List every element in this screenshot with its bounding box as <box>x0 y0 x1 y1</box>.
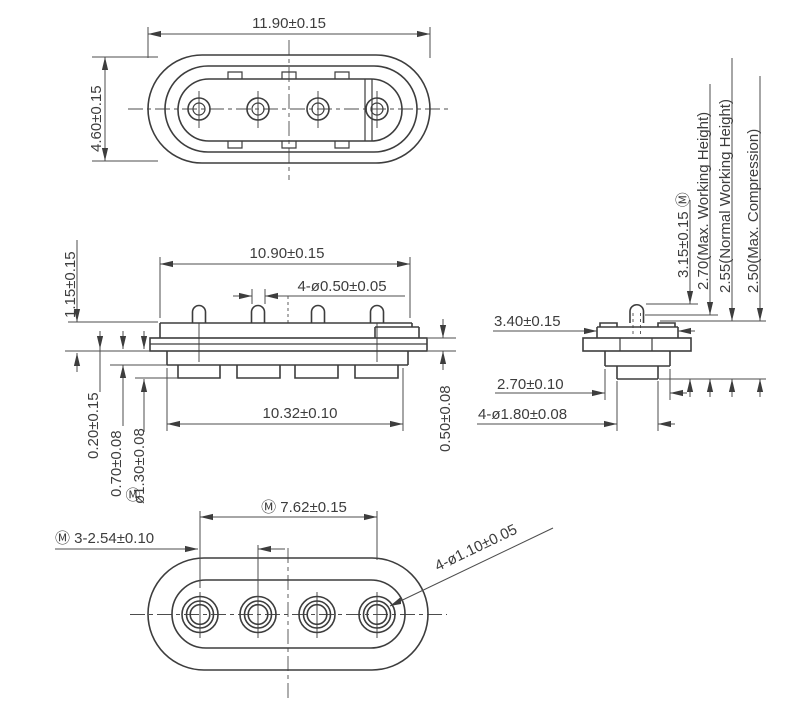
top-view-key-tabs <box>227 71 373 149</box>
top-height-label: 4.60±0.15 <box>88 85 105 152</box>
front-view-flange <box>149 337 428 352</box>
front-view-housing <box>159 322 420 338</box>
side-view-pin <box>629 303 645 336</box>
top-view-outer-outline <box>147 54 431 164</box>
bottom-view-pin-holes <box>181 592 396 638</box>
tail-diameter-dimension: 4-ø1.80±0.08 <box>477 381 675 431</box>
pin-4 <box>365 91 389 128</box>
pin-2 <box>246 91 270 128</box>
pitch-dimension: Ⓜ 3-2.54±0.10 Ⓜ <box>55 487 285 600</box>
front-bottom-width-label: 10.32±0.10 <box>263 405 338 422</box>
pin-tip-diameter-label: 4-ø0.50±0.05 <box>297 278 386 295</box>
side-view-flange <box>582 337 692 352</box>
solder-pad-4 <box>354 365 399 379</box>
left-stacked-dimensions: 0.20±0.15 0.70±0.08 ø1.30±0.08 <box>65 331 178 504</box>
top-width-label: 11.90±0.15 <box>252 15 326 32</box>
plate-thickness-label: 0.50±0.08 <box>437 385 454 452</box>
pin-1 <box>187 91 211 128</box>
side-view-top-plate <box>596 322 679 338</box>
side-view: 3.15±0.15 Ⓜ 2.70(Max. Working Height) 2.… <box>477 58 766 431</box>
pin-3 <box>306 91 330 128</box>
hole-4 <box>358 592 396 638</box>
top-height-dimension: 4.60±0.15 <box>88 56 158 162</box>
pin-height-label: 1.15±0.15 <box>62 251 79 318</box>
side-top-width-dimension: 3.40±0.15 <box>493 313 695 335</box>
max-compression-label: 2.50(Max. Compression) <box>745 129 762 293</box>
pin-span-label: Ⓜ 7.62±0.15 <box>261 499 347 516</box>
height-dimensions: 3.15±0.15 Ⓜ 2.70(Max. Working Height) 2.… <box>675 58 764 397</box>
bottom-view-outer-outline <box>147 557 429 671</box>
solder-pad-1 <box>177 365 221 379</box>
solder-pad-2 <box>236 365 281 379</box>
side-view-body <box>604 351 671 380</box>
pitch-label: Ⓜ 3-2.54±0.10 <box>55 530 154 547</box>
max-working-height-label: 2.70(Max. Working Height) <box>695 112 712 290</box>
front-view-lower-body <box>166 351 409 379</box>
top-view-pins <box>187 91 389 128</box>
top-view: 11.90±0.15 4.60±0.15 <box>88 15 450 180</box>
hole-2 <box>239 592 277 638</box>
front-width-dimension: 10.90±0.15 <box>159 245 411 318</box>
top-view-cavity-outline <box>177 78 403 142</box>
pin-dia-dim-label: ø1.30±0.08 <box>131 428 148 504</box>
pin-span-dimension: Ⓜ 7.62±0.15 <box>199 499 378 588</box>
front-bottom-width-dimension: 10.32±0.10 <box>166 368 404 431</box>
top-width-dimension: 11.90±0.15 <box>147 15 431 58</box>
step-dim-label: 0.20±0.15 <box>85 392 102 459</box>
front-view-pins <box>191 296 385 362</box>
side-body-width-dimension: 2.70±0.10 <box>495 369 687 400</box>
top-view-middle-outline <box>164 65 418 153</box>
hole-3 <box>298 592 336 638</box>
tail-diameter-label: 4-ø1.80±0.08 <box>478 406 567 423</box>
plate-thickness-dimension: 0.50±0.08 <box>428 319 456 452</box>
side-body-width-label: 2.70±0.10 <box>497 376 564 393</box>
mmc-symbol: Ⓜ <box>125 487 140 504</box>
front-view: 10.90±0.15 4-ø0.50±0.05 1.15±0.15 <box>62 240 456 504</box>
hole-1 <box>181 592 219 638</box>
height-reference-lines <box>645 303 766 380</box>
normal-working-height-label: 2.55(Normal Working Height) <box>717 99 734 293</box>
total-height-label: 3.15±0.15 Ⓜ <box>675 192 692 278</box>
side-top-width-label: 3.40±0.15 <box>494 313 561 330</box>
solder-pad-3 <box>294 365 339 379</box>
front-width-label: 10.90±0.15 <box>250 245 325 262</box>
pin-tip-diameter-dimension: 4-ø0.50±0.05 <box>233 278 405 304</box>
pin-height-dimension: 1.15±0.15 <box>62 240 158 372</box>
bottom-view-inner-outline <box>171 579 406 649</box>
flange-step-dim-label: 0.70±0.08 <box>108 430 125 497</box>
